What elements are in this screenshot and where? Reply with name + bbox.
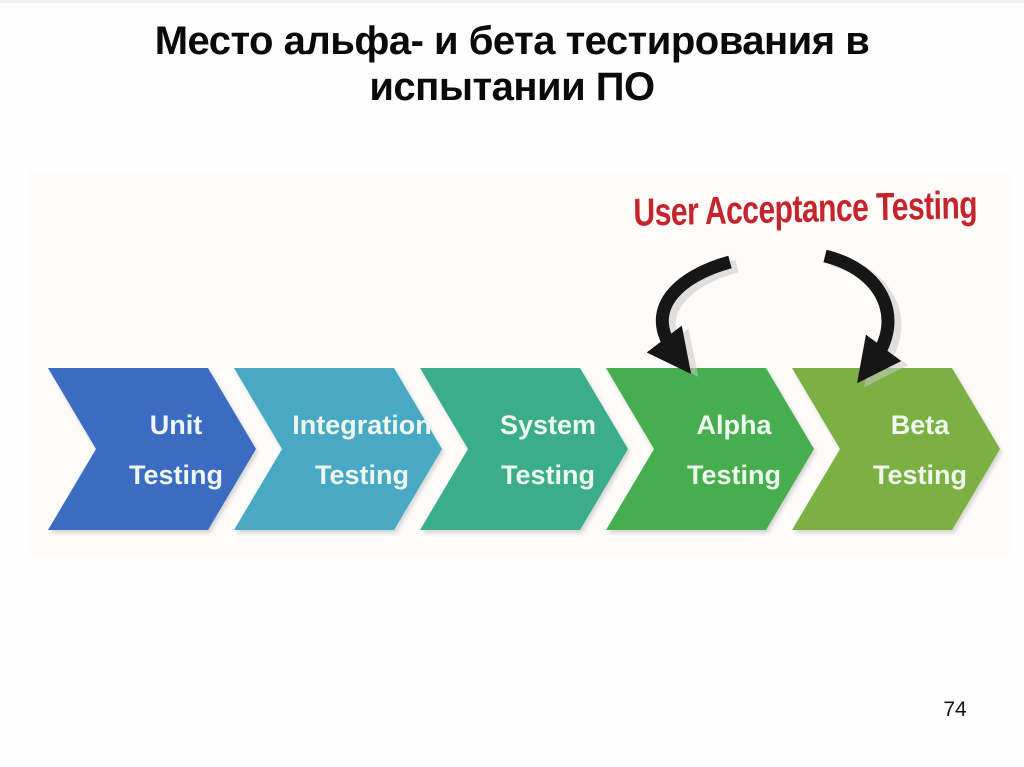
slide-top-edge (0, 0, 1024, 3)
chevron-labels: Unit Testing Integration Testing System … (129, 410, 967, 490)
stage-label-system-line2: Testing (501, 460, 595, 490)
stage-label-integration-line1: Integration (292, 410, 432, 440)
chevron-unit-testing (48, 368, 256, 530)
stage-label-beta-line2: Testing (873, 460, 967, 490)
chevron-beta-testing (792, 368, 1000, 530)
uat-arrow-left-icon (646, 255, 732, 375)
chevron-row (48, 368, 1000, 530)
stage-label-alpha-line2: Testing (687, 460, 781, 490)
uat-arrow-right-icon (823, 249, 902, 384)
stage-label-unit-line1: Unit (150, 410, 202, 440)
page-number: 74 (943, 698, 967, 721)
pipeline-svg: Unit Testing Integration Testing System … (48, 249, 1000, 530)
stage-label-integration-line2: Testing (315, 460, 409, 490)
chevron-alpha-testing (606, 368, 814, 530)
chevron-integration-testing (234, 368, 442, 530)
stage-label-beta-line1: Beta (891, 410, 951, 440)
stage-label-system-line1: System (500, 410, 596, 440)
uat-arrows (646, 249, 909, 388)
testing-pipeline-diagram: User Acceptance Testing Unit (30, 170, 1010, 555)
slide-title: Место альфа- и бета тестирования в испыт… (0, 18, 1024, 110)
chevron-system-testing (420, 368, 628, 530)
stage-label-alpha-line1: Alpha (696, 410, 772, 440)
slide-title-line2: испытании ПО (369, 65, 655, 109)
stage-label-unit-line2: Testing (129, 460, 223, 490)
slide-title-line1: Место альфа- и бета тестирования в (154, 19, 870, 63)
